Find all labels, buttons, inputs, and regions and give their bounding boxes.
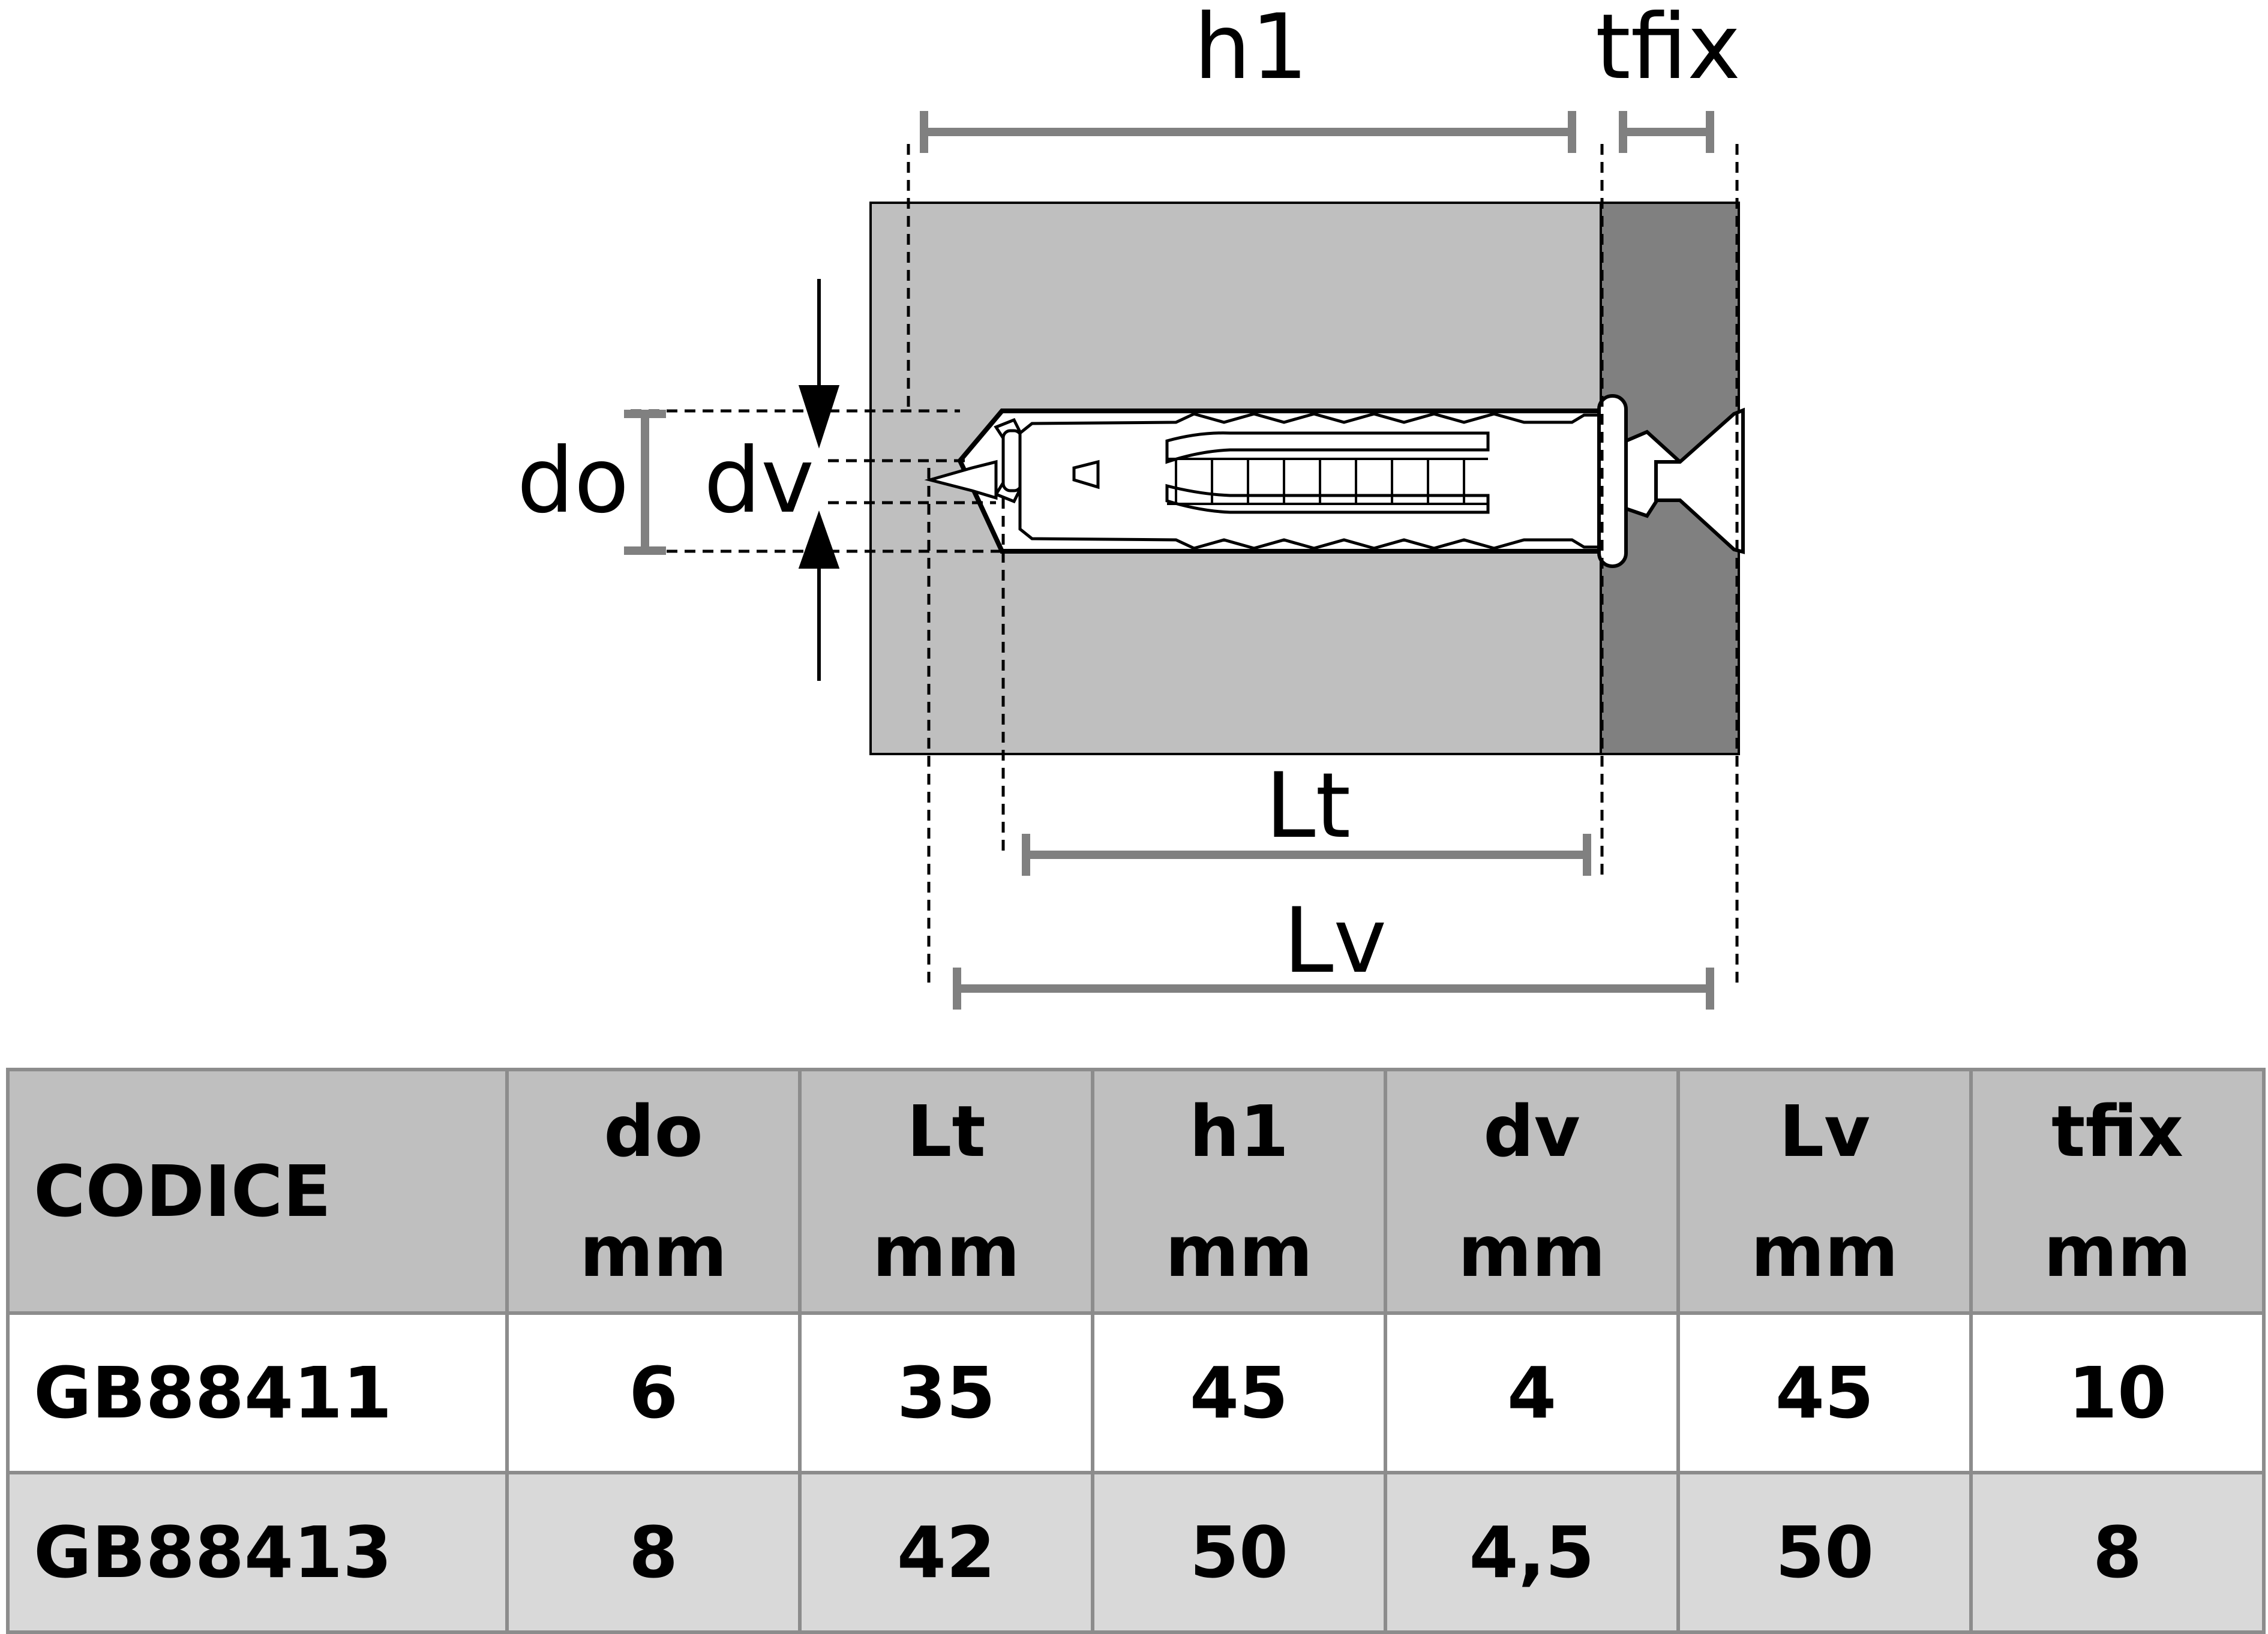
cell-tfix: 8 [1969, 1471, 2266, 1634]
cell-dv: 4 [1384, 1311, 1680, 1474]
cell-do: 8 [505, 1471, 802, 1634]
dv-arrows [798, 279, 840, 681]
cell-lt: 42 [798, 1471, 1094, 1634]
header-do: do mm [505, 1068, 802, 1315]
screw-ribs [1167, 458, 1488, 505]
label-h1: h1 [1194, 0, 1309, 100]
specification-table: CODICE do mm Lt mm h1 mm dv mm Lv mm [6, 1068, 2266, 1634]
header-label: Lt [907, 1090, 986, 1173]
cell-lv: 45 [1676, 1311, 1973, 1474]
label-tfix: tfix [1595, 0, 1741, 100]
cell-h1: 50 [1091, 1471, 1387, 1634]
header-lv: Lv mm [1676, 1068, 1973, 1315]
dimension-lines [624, 111, 1714, 1010]
header-dv: dv mm [1384, 1068, 1680, 1315]
cell-dv: 4,5 [1384, 1471, 1680, 1634]
label-dv: dv [704, 429, 814, 533]
screw-head [1624, 407, 1745, 554]
cell-lt: 35 [798, 1311, 1094, 1474]
label-do: do [517, 429, 629, 533]
header-label: h1 [1189, 1090, 1289, 1173]
header-unit: mm [580, 1210, 727, 1293]
label-lt: Lt [1265, 754, 1351, 858]
header-unit: mm [1165, 1210, 1313, 1293]
header-label: tfix [2051, 1090, 2183, 1173]
cell-h1: 45 [1091, 1311, 1387, 1474]
table-header-row: CODICE do mm Lt mm h1 mm dv mm Lv mm [6, 1068, 2266, 1315]
header-label: dv [1483, 1090, 1580, 1173]
anchor-plug [994, 412, 1610, 550]
cell-codice: GB88413 [6, 1471, 509, 1634]
header-label: do [604, 1090, 703, 1173]
header-unit: mm [1458, 1210, 1606, 1293]
header-unit: mm [872, 1210, 1020, 1293]
header-codice: CODICE [6, 1068, 509, 1315]
cell-tfix: 10 [1969, 1311, 2266, 1474]
header-unit: mm [1751, 1210, 1898, 1293]
header-label: CODICE [34, 1150, 331, 1233]
cell-codice: GB88411 [6, 1311, 509, 1474]
cell-do: 6 [505, 1311, 802, 1474]
anchor-installation-diagram: h1 tfix do dv Lt Lv [517, 0, 1745, 1010]
header-unit: mm [2044, 1210, 2191, 1293]
screw-tip [924, 459, 998, 500]
header-label: Lv [1778, 1090, 1871, 1173]
header-h1: h1 mm [1091, 1068, 1387, 1315]
extension-lines [631, 144, 1739, 990]
header-lt: Lt mm [798, 1068, 1094, 1315]
label-lv: Lv [1283, 889, 1387, 993]
table-row: GB88413 8 42 50 4,5 50 8 [6, 1471, 2266, 1634]
header-tfix: tfix mm [1969, 1068, 2266, 1315]
table-row: GB88411 6 35 45 4 45 10 [6, 1311, 2266, 1474]
cell-lv: 50 [1676, 1471, 1973, 1634]
